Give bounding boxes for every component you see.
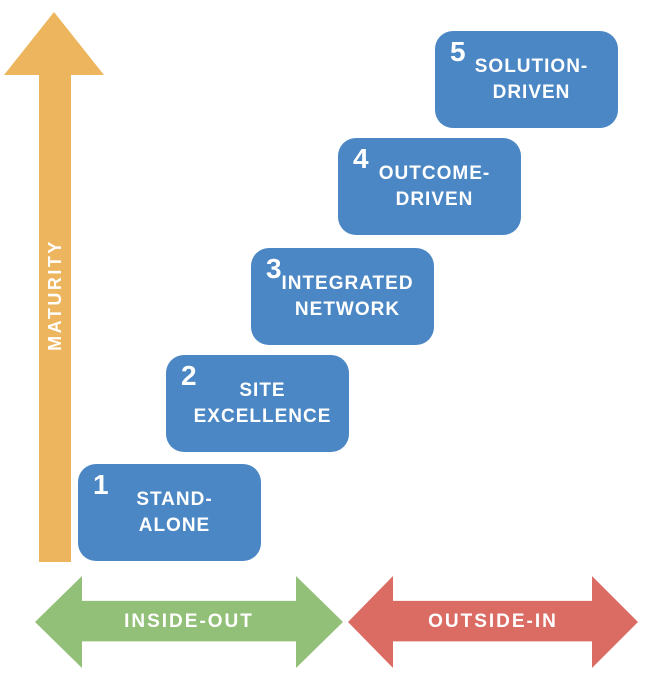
step-label-integrated-network: INTEGRATED NETWORK [281, 272, 414, 320]
outside-in-double-arrow-icon: OUTSIDE-IN [348, 576, 638, 668]
maturity-arrow-shaft [39, 74, 71, 562]
step-box-stand-alone: 1 STAND- ALONE [78, 464, 261, 561]
step-box-outcome-driven: 4 OUTCOME- DRIVEN [338, 138, 521, 235]
step-number-4: 4 [353, 143, 369, 174]
step-label-stand-alone: STAND- ALONE [136, 488, 213, 536]
step-box-site-excellence: 2 SITE EXCELLENCE [166, 355, 349, 452]
step-box-integrated-network: 3 INTEGRATED NETWORK [251, 248, 434, 345]
step-label-solution-driven: SOLUTION- DRIVEN [474, 55, 589, 103]
step-label-site-excellence: SITE EXCELLENCE [193, 379, 332, 427]
maturity-arrow-up-icon [4, 12, 104, 75]
inside-out-double-arrow-icon: INSIDE-OUT [35, 576, 343, 668]
step-box-solution-driven: 5 SOLUTION- DRIVEN [435, 31, 618, 128]
maturity-axis-label: MATURITY [44, 239, 65, 351]
step-number-5: 5 [450, 36, 466, 67]
step-number-2: 2 [181, 360, 197, 391]
step-label-outcome-driven: OUTCOME- DRIVEN [378, 162, 491, 210]
outside-in-label: OUTSIDE-IN [428, 611, 558, 632]
inside-out-label: INSIDE-OUT [124, 611, 254, 632]
step-number-1: 1 [93, 469, 109, 500]
step-number-3: 3 [266, 253, 282, 284]
